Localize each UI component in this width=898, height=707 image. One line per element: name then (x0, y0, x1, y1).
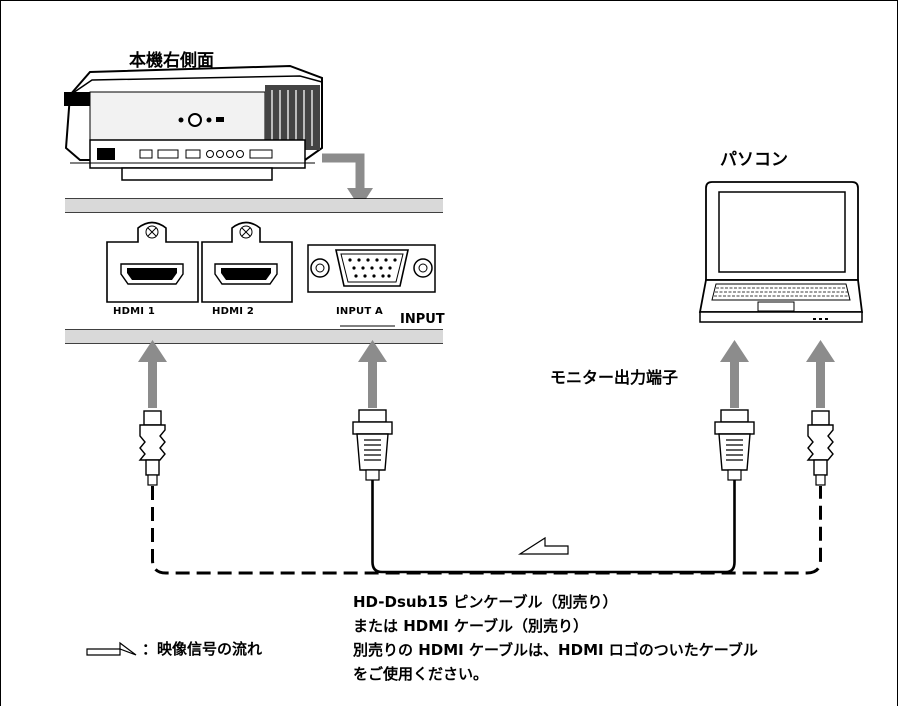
note-line: HD-Dsub15 ピンケーブル（別売り） (353, 593, 618, 611)
hdmi1-port (106, 221, 199, 303)
hdmi-cable (151, 486, 822, 575)
input-a-label: INPUT A (336, 306, 383, 317)
vga-plug-right (714, 409, 755, 481)
laptop-illustration (698, 181, 864, 323)
projector-side-label: 本機右側面 (129, 51, 214, 71)
signal-arrows (138, 340, 835, 408)
hdmi1-label: HDMI 1 (113, 306, 155, 317)
note-line: または HDMI ケーブル（別売り） (353, 617, 589, 635)
input-label: INPUT (400, 312, 445, 327)
hdmi2-port (201, 221, 293, 303)
hdmi-plug-left (138, 410, 166, 486)
vga-cable (371, 480, 736, 574)
hdmi2-label: HDMI 2 (212, 306, 254, 317)
legend-text: ：映像信号の流れ (142, 640, 263, 658)
note-line: をご使用ください。 (353, 665, 489, 683)
projector-illustration (64, 64, 323, 181)
monitor-out-label: モニター出力端子 (550, 368, 679, 387)
note-line: 別売りの HDMI ケーブルは、HDMI ロゴのついたケーブル (353, 641, 758, 659)
vga-plug-left (352, 409, 393, 481)
signal-flow-arrow-icon (86, 641, 137, 656)
legend: ：映像信号の流れ (86, 638, 262, 659)
pc-label: パソコン (720, 150, 788, 170)
input-a-port (307, 244, 436, 293)
cable-notes: HD-Dsub15 ピンケーブル（別売り） または HDMI ケーブル（別売り）… (353, 590, 758, 686)
hdmi-plug-right (806, 410, 834, 486)
